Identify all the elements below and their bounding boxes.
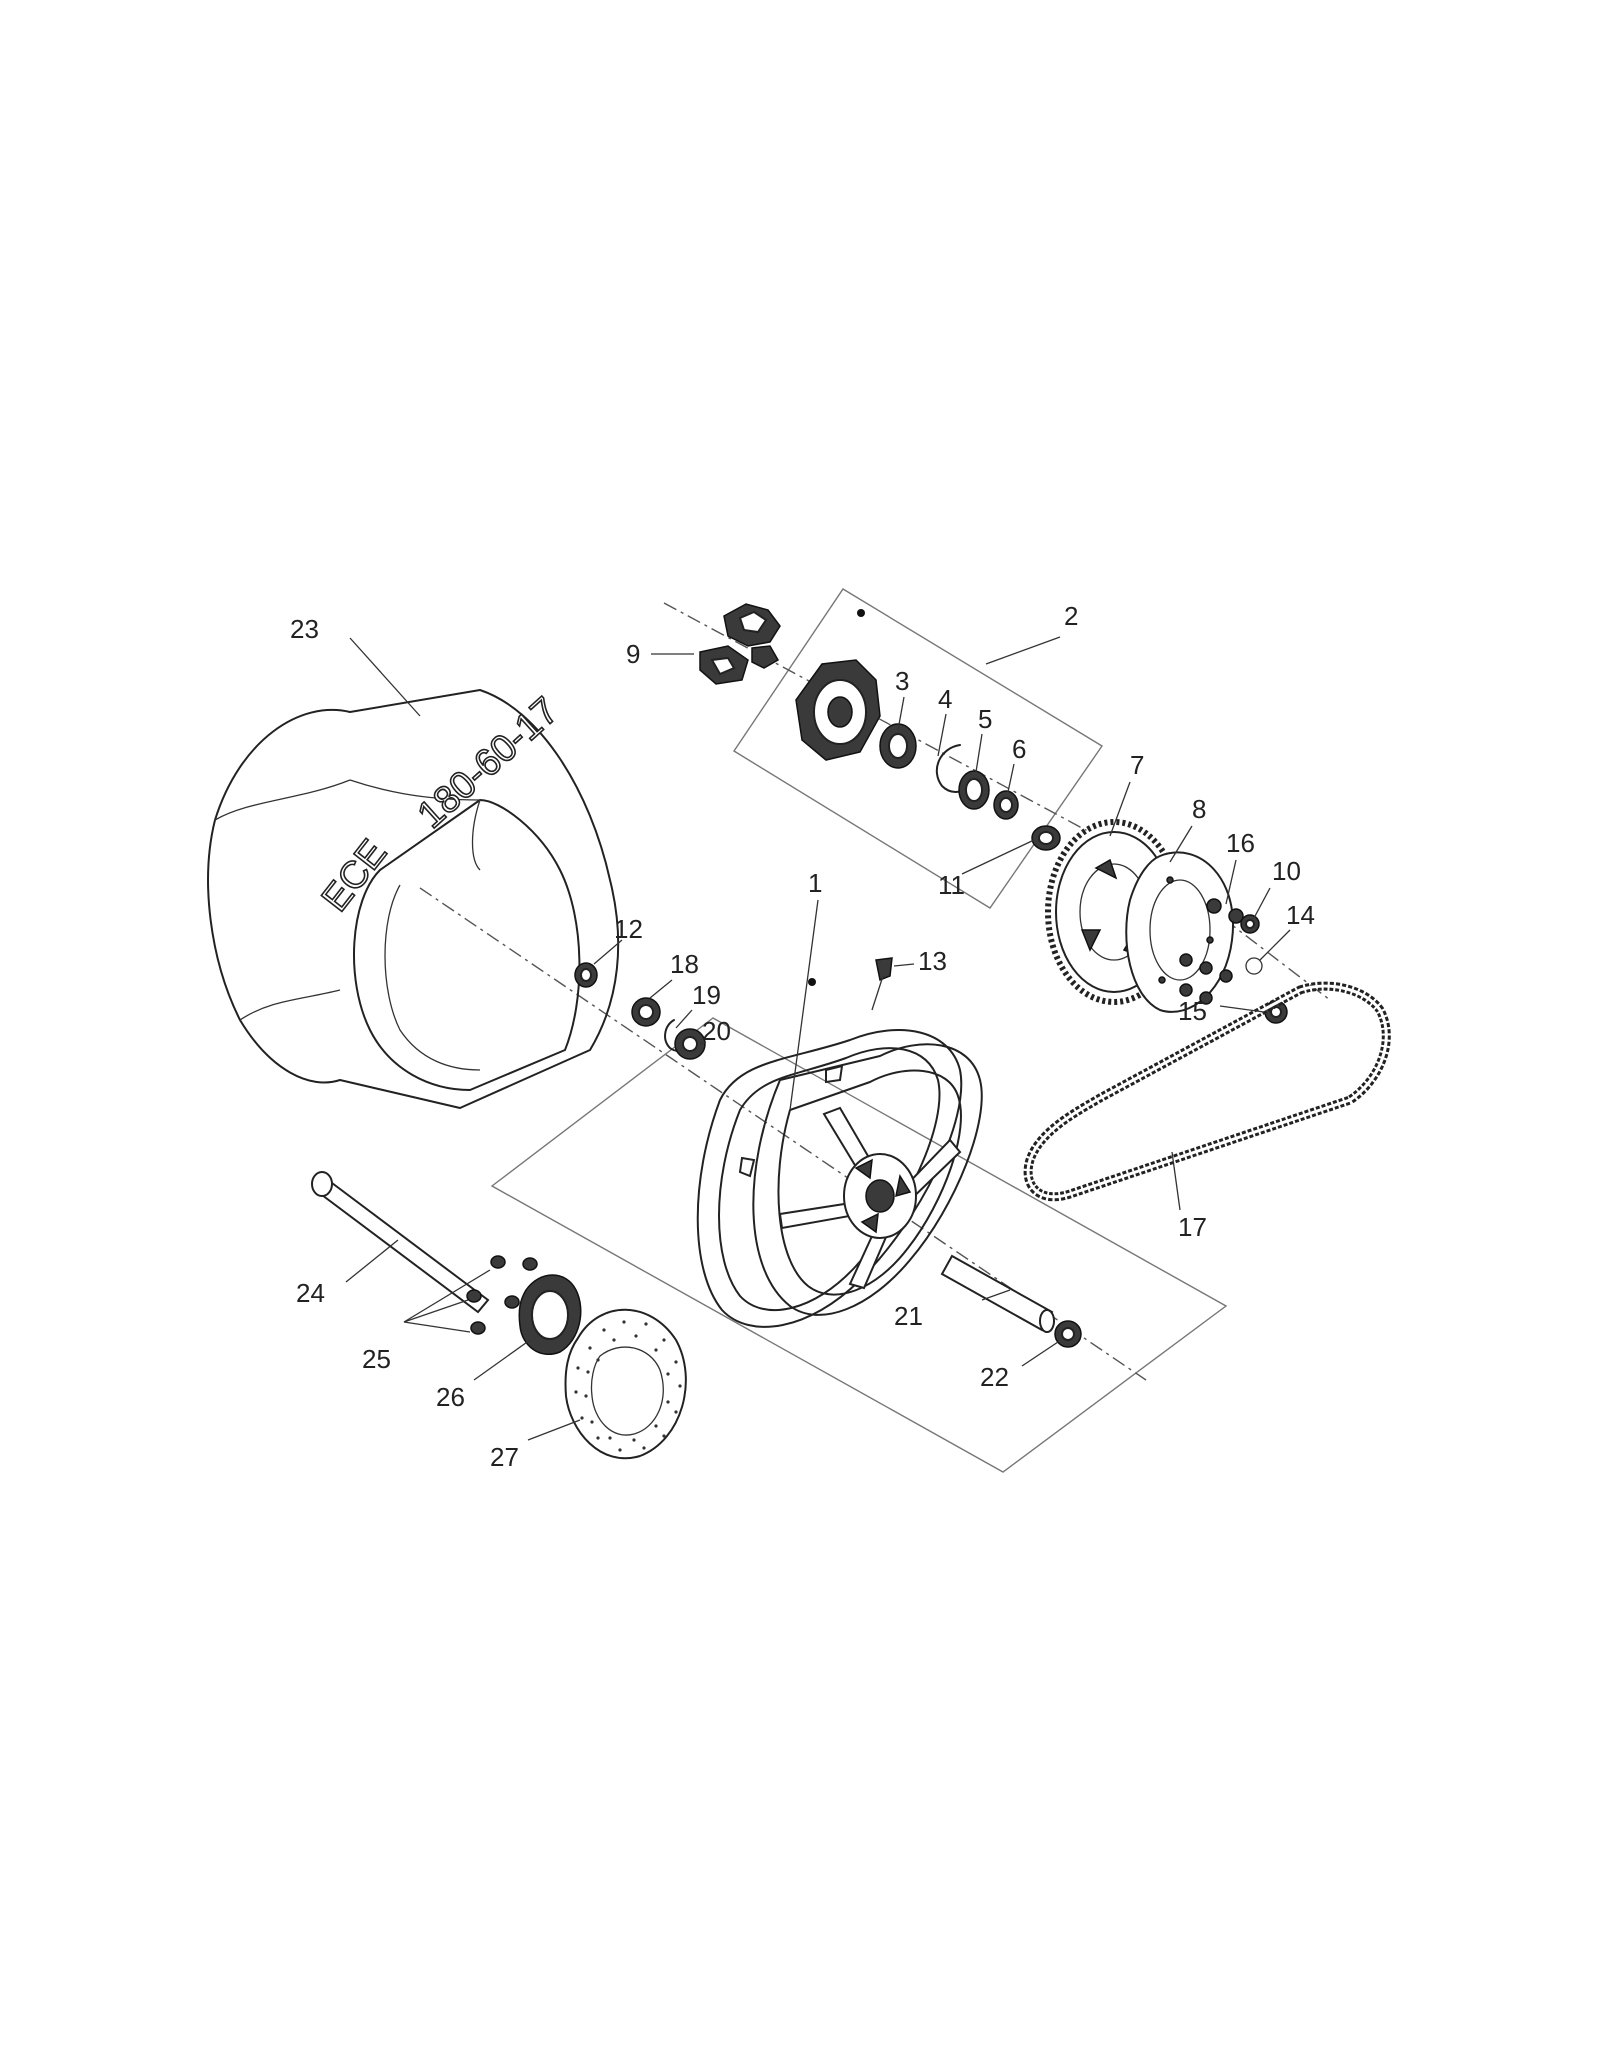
callout-26: 26: [436, 1382, 465, 1412]
callout-22: 22: [980, 1362, 1009, 1392]
bearing-part-20: [674, 1028, 706, 1060]
disc-carrier: [518, 1274, 582, 1355]
callout-13: 13: [918, 946, 947, 976]
nuts-part-16: [1206, 898, 1244, 924]
tire-size-marking: 180-60-17: [410, 690, 567, 837]
disc-bolts: [466, 1255, 538, 1335]
wheel-rim: [696, 978, 983, 1328]
callout-21: 21: [894, 1301, 923, 1331]
callout-24: 24: [296, 1278, 325, 1308]
callout-10: 10: [1272, 856, 1301, 886]
callout-12: 12: [614, 914, 643, 944]
callout-2: 2: [1064, 601, 1078, 631]
callout-19: 19: [692, 980, 721, 1010]
callout-23: 23: [290, 614, 319, 644]
group-box-hub: [733, 588, 1103, 909]
drive-chain: [1023, 981, 1391, 1202]
callout-labels: 1 2 3 4 5 6 7 8 9 10 11 12 13 14 15 16 1…: [290, 601, 1315, 1472]
spacer-part-22: [1054, 1320, 1082, 1348]
spacer-part-12: [574, 962, 598, 988]
callout-14: 14: [1286, 900, 1315, 930]
tire: ECE 180-60-17: [207, 689, 620, 1109]
bearing-part-3: [879, 723, 917, 769]
callout-4: 4: [938, 684, 952, 714]
group-marker-dot: [857, 609, 865, 617]
callout-6: 6: [1012, 734, 1026, 764]
callout-11: 11: [938, 870, 965, 900]
callout-1: 1: [808, 868, 822, 898]
spacer-part-6: [993, 790, 1019, 820]
callout-9: 9: [626, 639, 640, 669]
group-box-wheel: [490, 1017, 1228, 1473]
washers-part-15: [1179, 953, 1233, 1005]
washer-part-14: [1245, 957, 1263, 975]
tire-brand-marking: ECE: [314, 832, 395, 919]
axle-spacer: [940, 1254, 1055, 1333]
callout-8: 8: [1192, 794, 1206, 824]
callout-20: 20: [702, 1016, 731, 1046]
tire-valve: [871, 957, 893, 1011]
callout-5: 5: [978, 704, 992, 734]
callout-7: 7: [1130, 750, 1144, 780]
callout-25: 25: [362, 1344, 391, 1374]
leader-lines: [345, 636, 1291, 1441]
callout-18: 18: [670, 949, 699, 979]
cush-drive-rubbers: [699, 603, 781, 685]
spacer-part-11: [1031, 825, 1061, 851]
brake-disc: [564, 1308, 687, 1460]
callout-3: 3: [895, 666, 909, 696]
seal-part-5: [958, 770, 990, 810]
sprocket-carrier: [795, 609, 881, 761]
callout-17: 17: [1178, 1212, 1207, 1242]
callout-15: 15: [1178, 996, 1207, 1026]
nut-part-10: [1240, 914, 1260, 934]
callout-16: 16: [1226, 828, 1255, 858]
wheel-axle: [311, 1171, 490, 1314]
callout-27: 27: [490, 1442, 519, 1472]
seal-part-18: [631, 997, 661, 1027]
